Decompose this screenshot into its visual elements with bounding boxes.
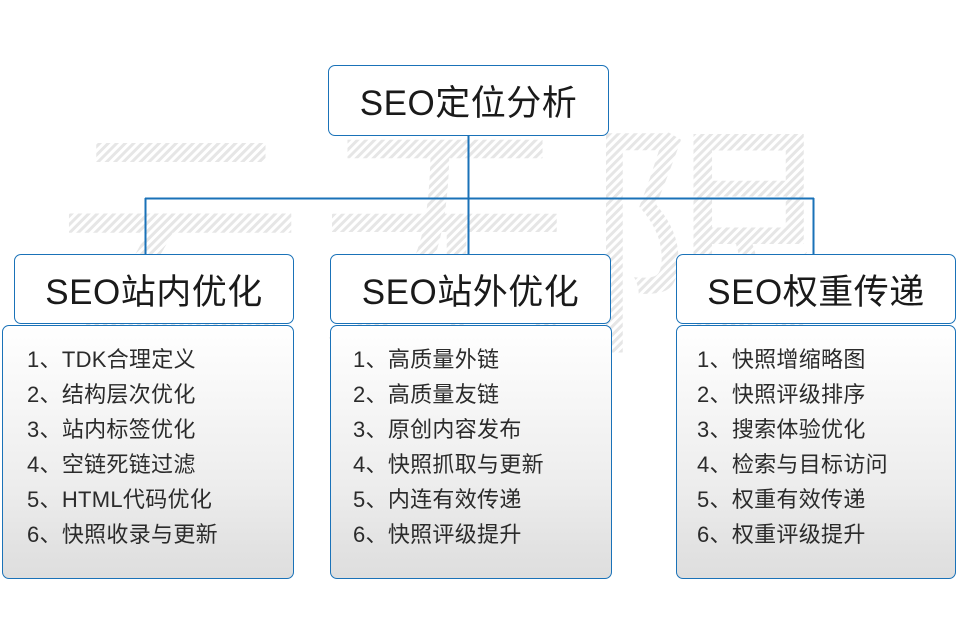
- list-item: 1、高质量外链: [353, 347, 500, 372]
- list-item: 5、HTML代码优化: [27, 487, 213, 512]
- branch-header-label: SEO权重传递: [707, 272, 925, 312]
- list-item: 4、检索与目标访问: [697, 452, 888, 477]
- root-node-label: SEO定位分析: [359, 84, 578, 123]
- branch-header-label: SEO站外优化: [361, 272, 580, 312]
- list-item: 6、快照收录与更新: [27, 522, 218, 547]
- list-item: 3、原创内容发布: [353, 417, 522, 442]
- list-item: 4、空链死链过滤: [27, 452, 196, 477]
- list-item: 6、权重评级提升: [697, 522, 866, 547]
- branch-header-seo-onsite[interactable]: SEO站内优化: [14, 254, 294, 324]
- list-item: 2、快照评级排序: [697, 382, 866, 407]
- branch-header-label: SEO站内优化: [45, 272, 263, 312]
- list-items: 1、高质量外链 2、高质量友链 3、原创内容发布 4、快照抓取与更新 5、内连有…: [331, 342, 611, 552]
- list-item: 5、权重有效传递: [697, 487, 866, 512]
- list-items: 1、快照增缩略图 2、快照评级排序 3、搜索体验优化 4、检索与目标访问 5、权…: [677, 342, 955, 552]
- root-node[interactable]: SEO定位分析: [328, 65, 609, 136]
- branch-list-seo-weight: 1、快照增缩略图 2、快照评级排序 3、搜索体验优化 4、检索与目标访问 5、权…: [676, 325, 956, 579]
- list-item: 3、搜索体验优化: [697, 417, 866, 442]
- list-item: 1、快照增缩略图: [697, 347, 866, 372]
- list-item: 4、快照抓取与更新: [353, 452, 544, 477]
- list-item: 3、站内标签优化: [27, 417, 196, 442]
- branch-header-seo-weight[interactable]: SEO权重传递: [676, 254, 956, 324]
- branch-list-seo-offsite: 1、高质量外链 2、高质量友链 3、原创内容发布 4、快照抓取与更新 5、内连有…: [330, 325, 612, 579]
- list-item: 2、高质量友链: [353, 382, 500, 407]
- list-item: 1、TDK合理定义: [27, 347, 196, 372]
- list-items: 1、TDK合理定义 2、结构层次优化 3、站内标签优化 4、空链死链过滤 5、H…: [3, 342, 293, 552]
- list-item: 5、内连有效传递: [353, 487, 522, 512]
- list-item: 6、快照评级提升: [353, 522, 522, 547]
- branch-list-seo-onsite: 1、TDK合理定义 2、结构层次优化 3、站内标签优化 4、空链死链过滤 5、H…: [2, 325, 294, 579]
- list-item: 2、结构层次优化: [27, 382, 196, 407]
- branch-header-seo-offsite[interactable]: SEO站外优化: [330, 254, 611, 324]
